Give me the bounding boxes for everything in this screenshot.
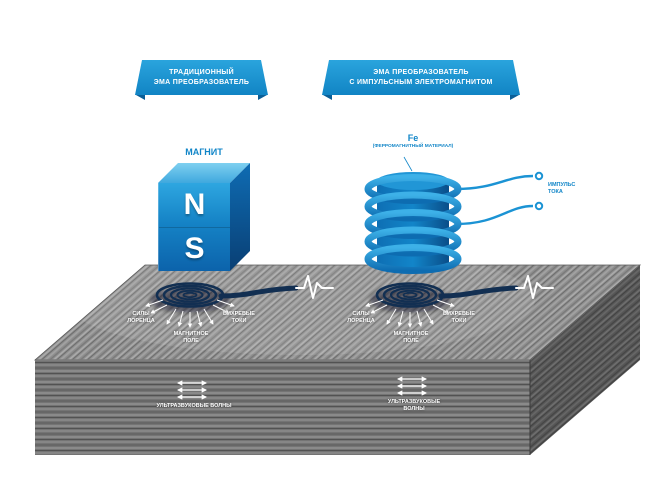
lorentz-label-left-line2: ЛОРЕНЦА	[127, 317, 155, 324]
ultrasonic-waves-right-icon	[396, 376, 428, 396]
banner-traditional-line2: ЭМА ПРЕОБРАЗОВАТЕЛЬ	[153, 78, 250, 86]
magnetic-field-label-right-line1: МАГНИТНОЕ	[393, 331, 429, 337]
eddy-label-right-line1: ВИХРЕВЫЕ	[443, 311, 475, 317]
eddy-label-left-line1: ВИХРЕВЫЕ	[223, 311, 255, 317]
lorentz-label-left: СИЛЫ ЛОРЕНЦА	[116, 311, 166, 324]
banner-traditional-line1: ТРАДИЦИОННЫЙ	[169, 68, 234, 76]
lorentz-arrows-left-icon	[145, 299, 168, 314]
magnet-icon: N S	[158, 163, 250, 271]
electromagnet-coil-icon	[364, 172, 462, 274]
lorentz-label-right: СИЛЫ ЛОРЕНЦА	[336, 311, 386, 324]
coil-windings	[364, 174, 462, 274]
eddy-arrows-left-icon	[212, 299, 235, 314]
magnetic-field-arrows-right-icon	[386, 308, 434, 328]
magnetic-field-label-right: МАГНИТНОЕ ПОЛЕ	[376, 331, 446, 344]
magnetic-field-label-left-line2: ПОЛЕ	[183, 337, 199, 344]
magnetic-field-label-right-line2: ПОЛЕ	[403, 337, 419, 344]
ribbon-fold-icon	[258, 95, 267, 100]
lorentz-label-left-line1: СИЛЫ	[132, 311, 150, 317]
waveform-right-icon	[515, 275, 554, 299]
ribbon-fold-icon	[510, 95, 519, 100]
banner-traditional: ТРАДИЦИОННЫЙ ЭМА ПРЕОБРАЗОВАТЕЛЬ	[135, 60, 268, 100]
ribbon-fold-icon	[136, 95, 145, 100]
banner-pulsed-line2: С ИМПУЛЬСНЫМ ЭЛЕКТРОМАГНИТОМ	[349, 78, 493, 86]
ribbon-fold-icon	[323, 95, 332, 100]
fe-leader-line	[403, 156, 413, 172]
eddy-label-right-line2: ТОКИ	[451, 317, 467, 324]
ultrasonic-label-left: УЛЬТРАЗВУКОВЫЕ ВОЛНЫ	[156, 403, 232, 409]
magnet-pole-south: S	[159, 226, 230, 272]
banner-traditional-body: ТРАДИЦИОННЫЙ ЭМА ПРЕОБРАЗОВАТЕЛЬ	[135, 60, 268, 95]
waveform-left-icon	[295, 275, 334, 299]
magnet-top-face	[158, 163, 250, 183]
magnet-pole-north: N	[183, 187, 206, 221]
magnetic-field-label-left: МАГНИТНОЕ ПОЛЕ	[156, 331, 226, 344]
eddy-label-right: ВИХРЕВЫЕ ТОКИ	[434, 311, 484, 324]
banner-pulsed: ЭМА ПРЕОБРАЗОВАТЕЛЬ С ИМПУЛЬСНЫМ ЭЛЕКТРО…	[322, 60, 520, 100]
magnet-title: МАГНИТ	[185, 147, 223, 157]
ultrasonic-label-right-line2: ВОЛНЫ	[403, 405, 425, 412]
fe-core-label: Fe	[407, 133, 419, 143]
spiral-coil-left-icon	[150, 282, 299, 313]
pulse-current-label-line2: ТОКА	[548, 189, 563, 195]
magnet-side-face	[230, 163, 250, 271]
eddy-label-left: ВИХРЕВЫЕ ТОКИ	[214, 311, 264, 324]
pulse-current-label-line1: ИМПУЛЬС	[548, 182, 576, 188]
magnetic-field-label-left-line1: МАГНИТНОЕ	[173, 331, 209, 337]
pulse-current-label: ИМПУЛЬС ТОКА	[548, 182, 608, 196]
banner-pulsed-line1: ЭМА ПРЕОБРАЗОВАТЕЛЬ	[373, 68, 469, 76]
eddy-arrows-right-icon	[432, 299, 455, 314]
magnet-front-face: N S	[158, 183, 230, 271]
lorentz-label-right-line2: ЛОРЕНЦА	[347, 317, 375, 324]
banner-pulsed-body: ЭМА ПРЕОБРАЗОВАТЕЛЬ С ИМПУЛЬСНЫМ ЭЛЕКТРО…	[322, 60, 520, 95]
pulse-wires-icon	[455, 171, 544, 226]
lorentz-arrows-right-icon	[365, 299, 388, 314]
magnetic-field-arrows-left-icon	[166, 308, 214, 328]
fe-core-note: (ФЕРРОМАГНИТНЫЙ МАТЕРИАЛ)	[372, 144, 454, 149]
eddy-label-left-line2: ТОКИ	[231, 317, 247, 324]
lorentz-label-right-line1: СИЛЫ	[352, 311, 370, 317]
spiral-coil-right-icon	[370, 282, 519, 313]
ultrasonic-label-right: УЛЬТРАЗВУКОВЫЕ ВОЛНЫ	[374, 399, 454, 412]
ultrasonic-label-right-line1: УЛЬТРАЗВУКОВЫЕ	[387, 399, 441, 405]
ultrasonic-waves-left-icon	[176, 380, 208, 400]
